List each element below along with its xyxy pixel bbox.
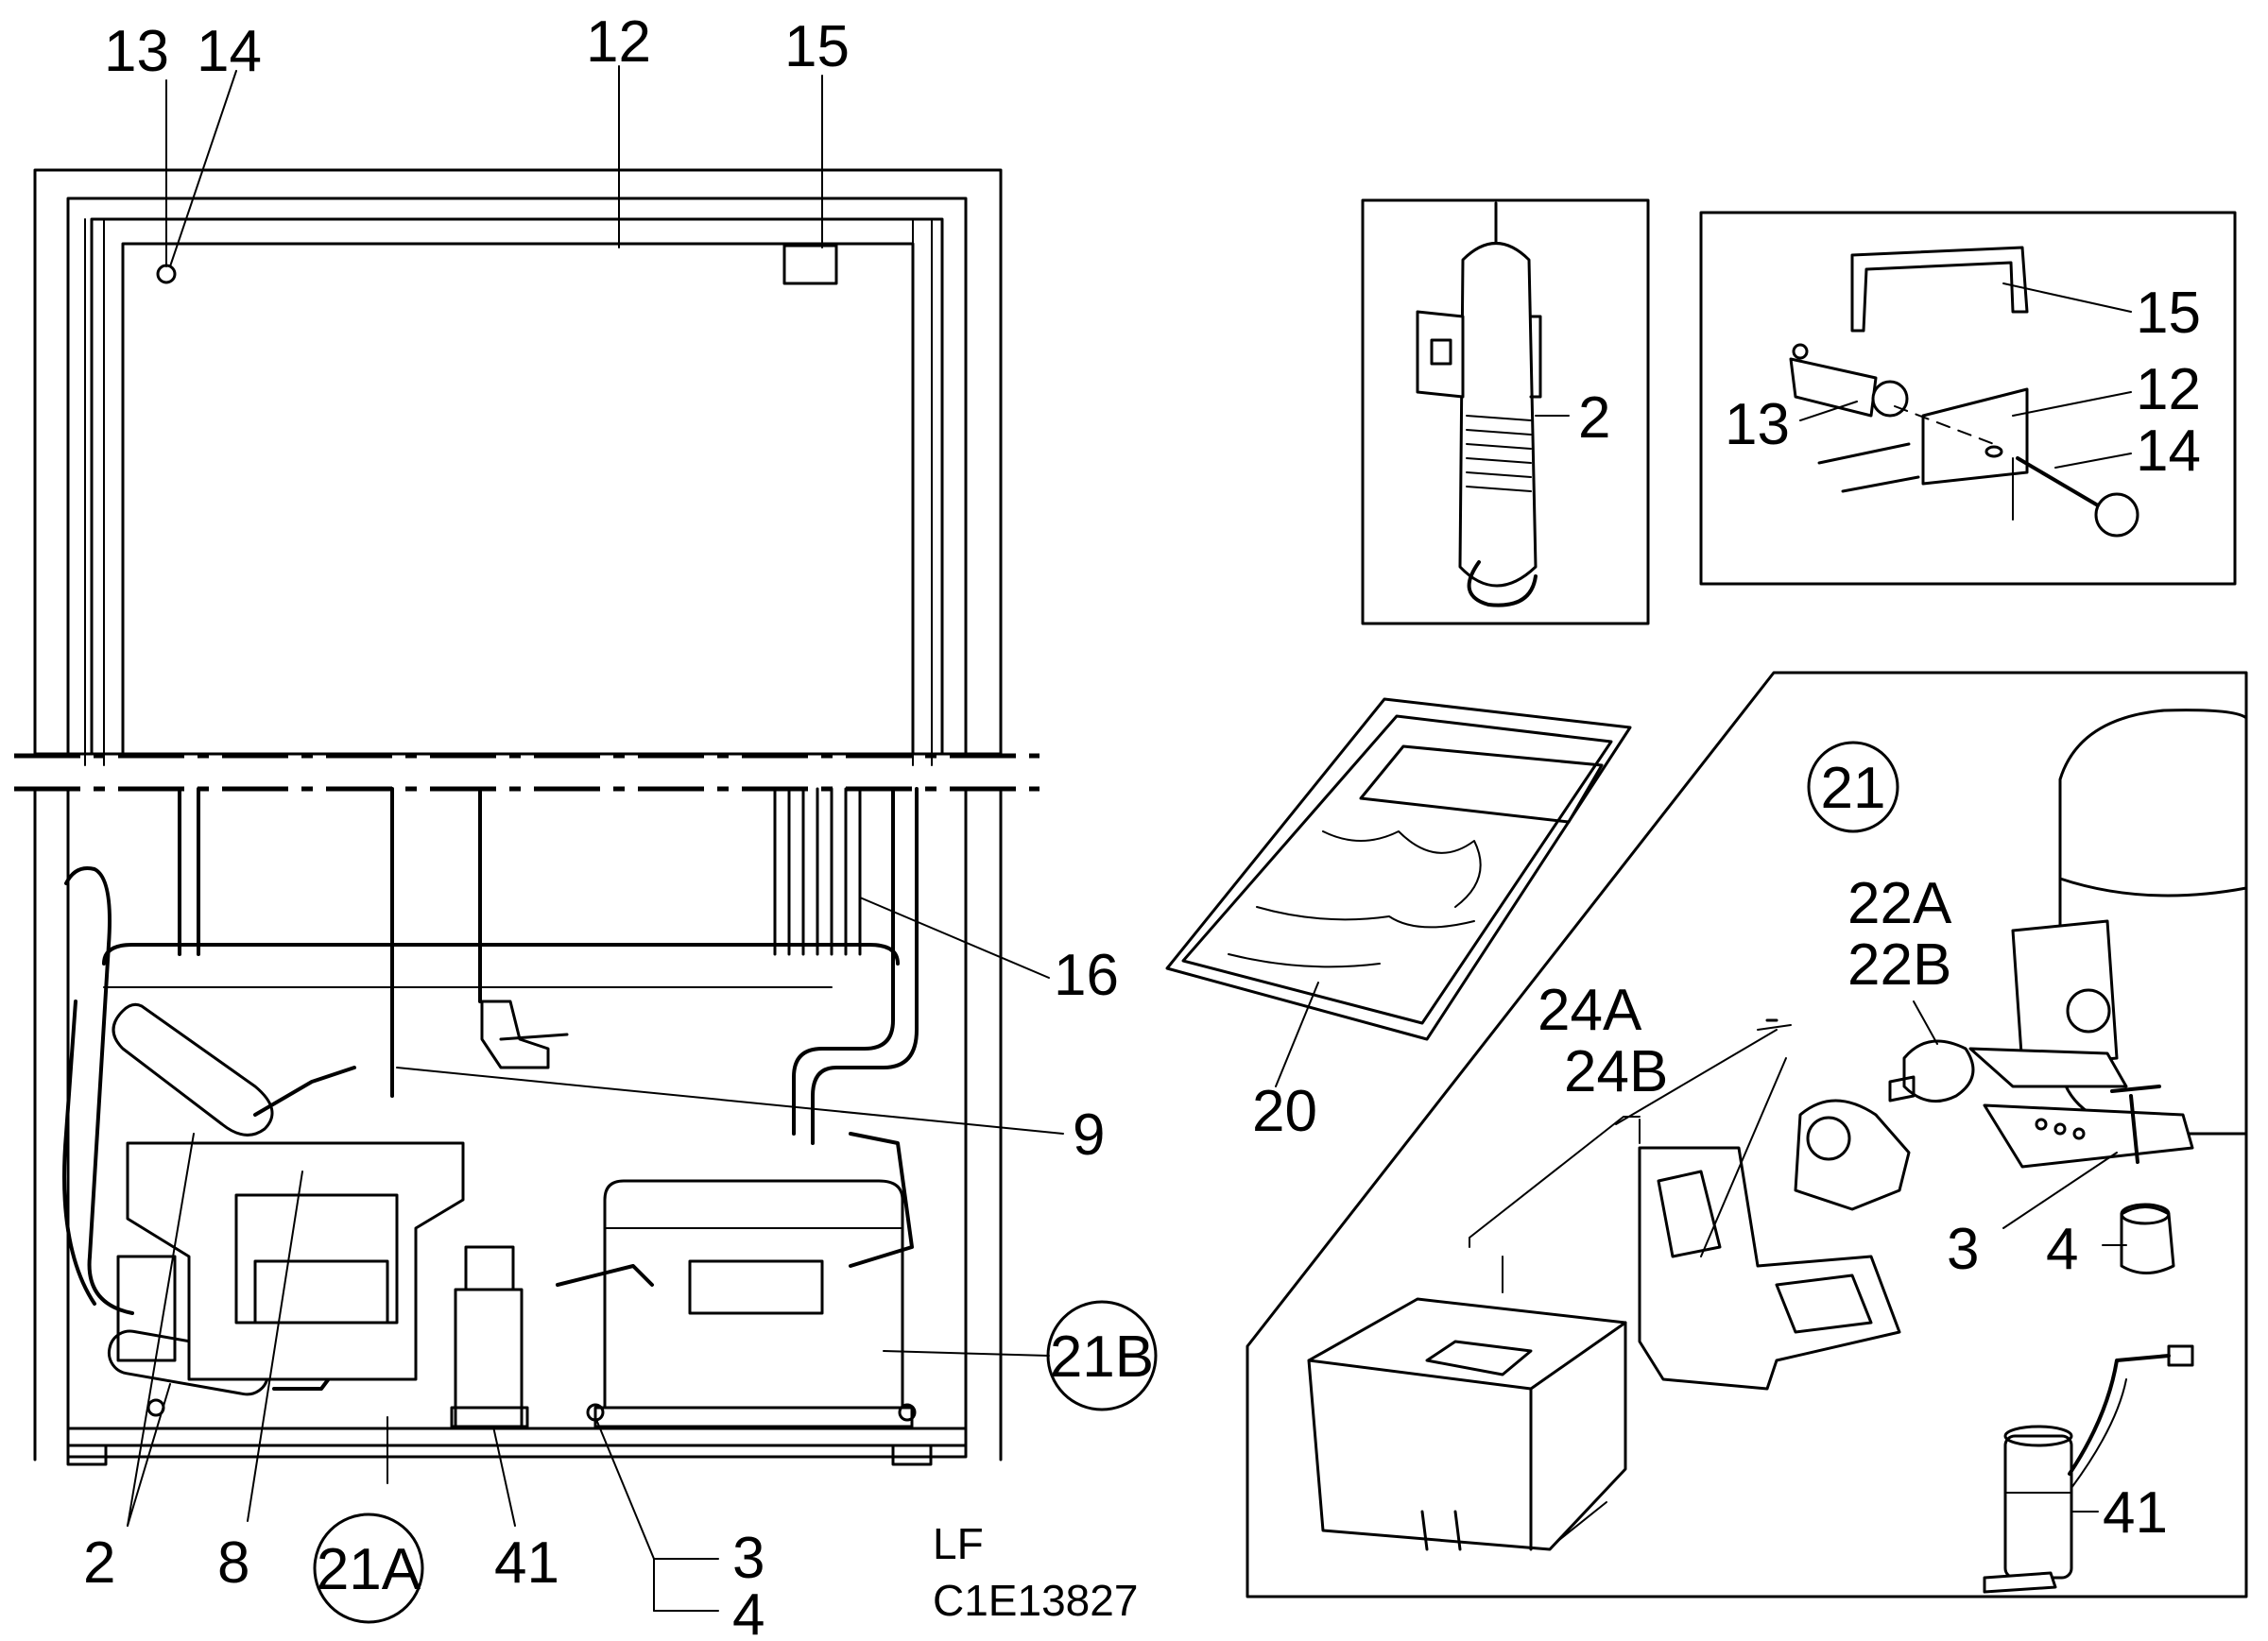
callout-21A-circle xyxy=(313,1513,424,1624)
thermostat-knob-hole xyxy=(156,264,177,284)
callout-20: 20 xyxy=(1252,1079,1317,1144)
callout-8: 8 xyxy=(217,1530,249,1596)
main-leader-lines xyxy=(127,65,1064,1612)
detail-leader-lines xyxy=(1469,1000,2127,1541)
cabinet-top-section xyxy=(33,168,1003,766)
callout-21B: 21B xyxy=(1050,1325,1154,1390)
compressor xyxy=(556,1132,914,1428)
callout-3-main: 3 xyxy=(732,1526,765,1591)
callout-4-detail: 4 xyxy=(2046,1217,2078,1282)
callout-16: 16 xyxy=(1054,943,1119,1008)
callout-22A: 22A xyxy=(1847,871,1952,936)
door-gasket-right xyxy=(912,218,933,766)
detail-box-compressor xyxy=(1246,671,2248,1598)
compressor-bracket xyxy=(116,1141,465,1381)
starting-capacitor xyxy=(450,1245,529,1428)
callout-21: 21 xyxy=(1821,756,1886,821)
footer-line1: LF xyxy=(933,1519,984,1568)
suction-line xyxy=(102,943,900,966)
callout-12-detail: 12 xyxy=(2136,357,2201,422)
callout-2-detail: 2 xyxy=(1578,385,1610,451)
control-panel-sticker xyxy=(1165,697,1632,1087)
callout-12-main: 12 xyxy=(586,9,651,75)
callout-labels: 13 14 12 15 16 9 21B 2 8 21A 41 3 4 LF C… xyxy=(83,9,2201,1641)
callout-14-main: 14 xyxy=(197,19,262,84)
detail-box-drier xyxy=(1361,198,1650,625)
footer-line2: C1E13827 xyxy=(933,1576,1138,1625)
callout-14-detail: 14 xyxy=(2136,419,2201,484)
callout-24B: 24B xyxy=(1564,1039,1668,1104)
callout-13-detail: 13 xyxy=(1725,392,1790,457)
callout-15-detail: 15 xyxy=(2136,281,2201,346)
callout-24A: 24A xyxy=(1538,978,1642,1043)
callout-15-main: 15 xyxy=(784,14,850,79)
callout-41-main: 41 xyxy=(494,1530,559,1596)
callout-21A: 21A xyxy=(317,1537,421,1602)
cabinet-bottom-section xyxy=(33,787,1003,1466)
break-line xyxy=(14,753,1040,792)
callout-41-detail: 41 xyxy=(2103,1480,2168,1546)
condenser-tubes xyxy=(178,787,919,1145)
callout-13-main: 13 xyxy=(104,19,169,84)
callout-21B-circle xyxy=(1046,1300,1158,1411)
detail-box-lamp xyxy=(1699,211,2237,586)
lamp-cover xyxy=(782,244,838,285)
callout-2-main: 2 xyxy=(83,1530,115,1596)
callout-3-detail: 3 xyxy=(1947,1217,1979,1282)
callout-4-main: 4 xyxy=(732,1582,765,1641)
callout-9: 9 xyxy=(1073,1103,1105,1168)
callout-22B: 22B xyxy=(1847,932,1951,998)
door-gasket-left xyxy=(84,218,105,766)
